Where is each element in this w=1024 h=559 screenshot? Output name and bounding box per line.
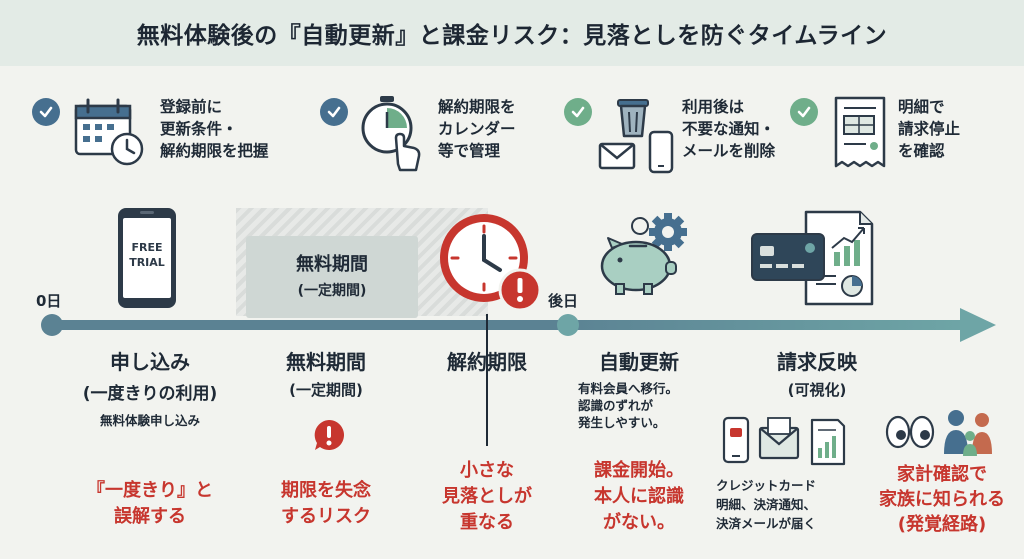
tip-line: カレンダー [438, 120, 516, 138]
note-line: 明細、決済通知、 [716, 497, 817, 512]
stage-title: 解約期限 [447, 350, 527, 374]
risk-line: 期限を失念 [281, 480, 371, 501]
clock-alert-icon [440, 214, 542, 312]
header-bar: 無料体験後の『自動更新』と課金リスク：見落としを防ぐタイムライン [0, 0, 1024, 66]
deadline-line [486, 314, 488, 446]
phone-text: FREE [131, 241, 163, 254]
risk-line: するリスク [281, 506, 371, 527]
note-line: 発生しやすい。 [578, 415, 666, 430]
piggy-bank-gear-icon [600, 213, 687, 295]
tip-line: を確認 [898, 142, 945, 160]
tip-cleanup: 利用後は 不要な通知・ メールを削除 [564, 92, 804, 182]
free-period-box: 無料期間 (一定期間) [246, 236, 418, 318]
tip-line: 明細で [898, 98, 945, 116]
stage-billing: 請求反映 (可視化) [752, 346, 882, 400]
stage-auto-renew-note: 有料会員へ移行。 認識のずれが 発生しやすい。 [578, 380, 678, 431]
risk-line: 見落としが [442, 486, 532, 507]
check-icon [32, 98, 60, 126]
stage-sub: (一定期間) [289, 381, 363, 399]
stage-sub: (一度きりの利用) [82, 384, 218, 404]
risk-line: (発覚経路) [897, 514, 987, 535]
invoice-icon [834, 96, 886, 168]
calendar-clock-icon [74, 98, 144, 166]
tip-line: 解約期限を把握 [160, 142, 269, 160]
risk-line: がない。 [603, 512, 675, 533]
tip-line: 等で管理 [438, 142, 501, 160]
tip-statement: 明細で 請求停止 を確認 [790, 92, 1010, 182]
page-title: 無料体験後の『自動更新』と課金リスク：見落としを防ぐタイムライン [136, 23, 888, 49]
stopwatch-hand-icon [361, 96, 421, 172]
check-icon [320, 98, 348, 126]
risk-line: 課金開始。 [594, 460, 684, 481]
risk-apply: 『一度きり』と 誤解する [60, 478, 240, 530]
stage-free-period: 無料期間 (一定期間) [236, 346, 416, 400]
risk-deadline: 小さな 見落としが 重なる [420, 458, 554, 536]
check-icon [790, 98, 818, 126]
phone-text: TRIAL [129, 256, 165, 269]
risk-line: 重なる [460, 512, 514, 533]
note-line: 決済メールが届く [716, 516, 817, 531]
tip-line: メールを削除 [682, 142, 776, 160]
stage-title: 自動更新 [599, 350, 679, 374]
stage-title: 無料期間 [286, 350, 366, 374]
risk-line: 誤解する [114, 506, 186, 527]
stage-apply: 申し込み (一度きりの利用) 無料体験申し込み [50, 346, 250, 429]
risk-line: 家族に知られる [879, 489, 1005, 510]
note-line: 認識のずれが [578, 398, 654, 413]
risk-line: 家計確認で [897, 464, 987, 485]
check-icon [564, 98, 592, 126]
risk-line: 小さな [460, 460, 514, 481]
phone-free-trial-icon: FREE TRIAL [116, 206, 178, 310]
tip-register: 登録前に 更新条件・ 解約期限を把握 [32, 92, 312, 182]
risk-auto-renew: 課金開始。 本人に認識 がない。 [574, 458, 704, 536]
timeline-arrow [41, 308, 996, 342]
risk-billing: 家計確認で 家族に知られる (発覚経路) [860, 462, 1024, 537]
tip-line: 登録前に [160, 98, 223, 116]
warning-bubble-icon [314, 420, 344, 450]
credit-card-report-icon [751, 210, 874, 306]
tip-line: 請求停止 [898, 120, 961, 138]
notification-icons [722, 416, 846, 466]
timeline-after-label: 後日 [548, 292, 579, 310]
stage-note: 無料体験申し込み [99, 413, 200, 428]
tip-line: 更新条件・ [160, 120, 238, 138]
trash-mail-phone-icon [598, 99, 674, 174]
tip-line: 利用後は [682, 98, 745, 116]
tip-deadline: 解約期限を カレンダー 等で管理 [320, 92, 560, 182]
stage-billing-note: クレジットカード 明細、決済通知、 決済メールが届く [716, 476, 816, 533]
stage-sub: (可視化) [787, 381, 847, 399]
risk-line: 『一度きり』と [87, 480, 213, 501]
free-period-title: 無料期間 [296, 254, 368, 275]
stage-auto-renew: 自動更新 [574, 346, 704, 375]
note-line: 有料会員へ移行。 [578, 381, 679, 396]
risk-free-period: 期限を失念 するリスク [236, 478, 416, 530]
risk-line: 本人に認識 [594, 486, 684, 507]
tip-line: 不要な通知・ [682, 120, 776, 138]
stage-deadline: 解約期限 [420, 346, 554, 375]
tip-line: 解約期限を [438, 98, 516, 116]
eyes-family-icon [885, 410, 992, 456]
free-period-sub: (一定期間) [297, 283, 367, 299]
note-line: クレジットカード [716, 478, 817, 493]
stage-title: 請求反映 [777, 350, 857, 374]
stage-title: 申し込み [110, 350, 190, 374]
timeline-start-label: 0日 [36, 292, 62, 310]
